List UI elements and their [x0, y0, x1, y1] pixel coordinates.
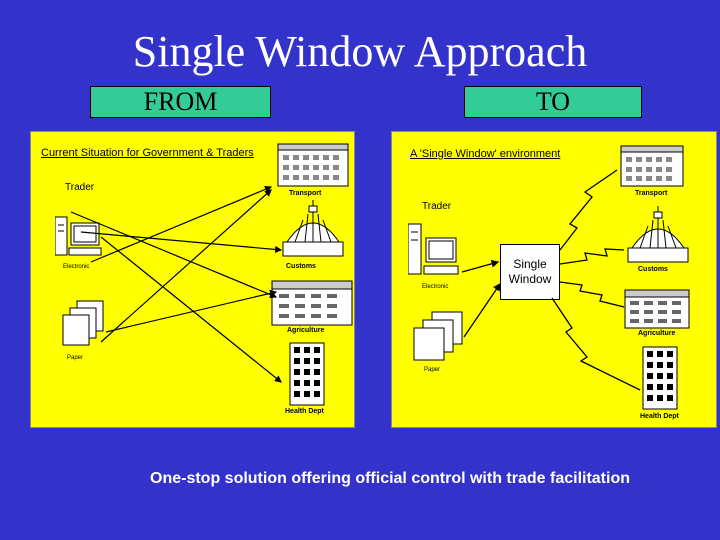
- single-window-connections: [392, 132, 718, 429]
- current-situation-panel: Current Situation for Government & Trade…: [30, 131, 355, 428]
- direct-connection-arrows: [31, 132, 356, 429]
- slide-title: Single Window Approach: [0, 30, 720, 74]
- to-label: TO: [464, 86, 642, 118]
- single-window-panel: A 'Single Window' environment Trader Ele…: [391, 131, 717, 428]
- footer-caption: One-stop solution offering official cont…: [0, 470, 720, 488]
- from-label: FROM: [90, 86, 271, 118]
